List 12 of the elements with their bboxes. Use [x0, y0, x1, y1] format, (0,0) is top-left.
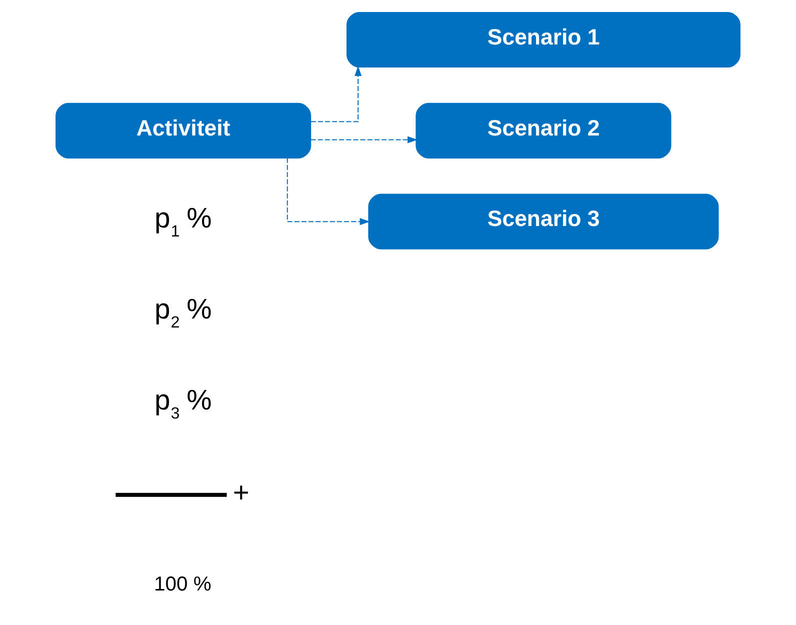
label: 100 %: [154, 573, 212, 596]
node-box: Scenario 1: [346, 12, 740, 68]
label: p$_{2}$ %: [154, 292, 212, 332]
node-box: Scenario 2: [416, 102, 672, 158]
arrow: [310, 136, 418, 144]
node-box: Scenario 3: [368, 194, 719, 250]
label: +: [232, 476, 250, 508]
arrow: [286, 158, 370, 226]
arrow: [310, 66, 362, 122]
label: p$_{3}$ %: [154, 383, 212, 422]
node-box: Activiteit: [56, 102, 312, 158]
label: p$_{1}$ %: [154, 202, 212, 241]
